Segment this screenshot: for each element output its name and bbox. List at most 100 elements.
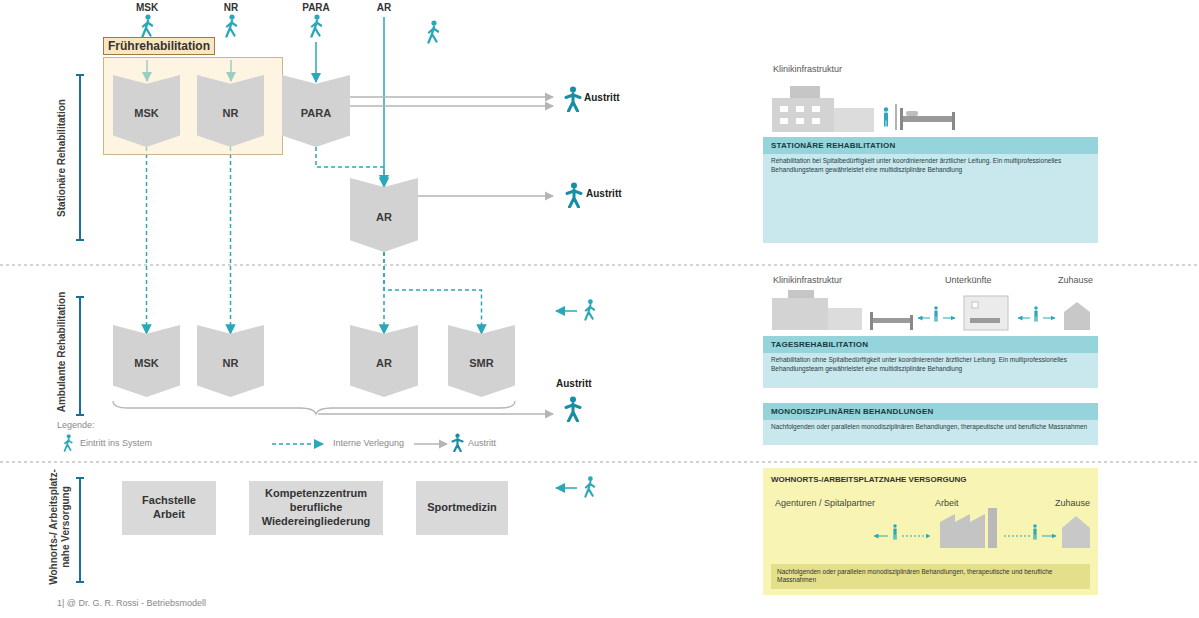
clinic-illustration: [790, 86, 820, 98]
exit-arrow: [318, 413, 553, 414]
day-clinic-illustration: [972, 302, 978, 308]
transfer-arrow: [383, 252, 385, 334]
section-separator: [0, 265, 1199, 266]
exit-label: Austritt: [586, 188, 622, 199]
info-panel: STATIONÄRE REHABILITATIONRehabilitation …: [763, 137, 1098, 243]
unit-shape: [113, 75, 180, 147]
clinic-illustration: [780, 118, 788, 124]
day-clinic-illustration: [828, 308, 862, 330]
info-strip: Nachfolgenden oder parallelen monodiszip…: [771, 564, 1090, 589]
clinic-illustration: [796, 118, 804, 124]
node-title: NR: [223, 107, 239, 119]
unit-shape: [197, 75, 264, 147]
node-text: Arbeit: [935, 498, 959, 508]
exit-arrow: [113, 401, 515, 414]
legend-text: Austritt: [468, 438, 496, 448]
section-bracket: [76, 297, 84, 415]
info-panel: MONODISZIPLINÄREN BEHANDLUNGENNachfolgen…: [763, 403, 1098, 445]
rehab-unit: MSK: [113, 75, 180, 147]
exit-icon: [566, 87, 581, 422]
day-clinic-illustration: [788, 290, 814, 298]
node-title: MONODISZIPLINÄREN BEHANDLUNGEN: [763, 403, 1098, 420]
clinic-illustration: [902, 116, 954, 122]
section-label: Wohnorts-/ Arbeitsplatz- nahe Versorgung: [48, 465, 72, 590]
entry-label: AR: [377, 2, 391, 13]
legend-text: Eintritt ins System: [80, 438, 152, 448]
day-clinic-illustration: [1018, 318, 1030, 319]
section-separator: [0, 462, 1199, 463]
clinic-illustration: [906, 111, 918, 116]
entry-label: PARA: [302, 2, 330, 13]
day-clinic-illustration: [872, 318, 912, 323]
section-separator: [0, 265, 1199, 462]
info-panel: TAGESREHABILITATIONRehabilitation ohne S…: [763, 336, 1098, 388]
node-title: PARA: [301, 107, 331, 119]
day-clinic-illustration: [870, 312, 873, 330]
day-clinic-illustration: [1064, 302, 1090, 330]
unit-shape: [113, 325, 180, 397]
legend-text: Interne Verlegung: [333, 438, 404, 448]
entry-icon: [585, 299, 594, 319]
entry-arrow: [147, 17, 577, 488]
legend-sample: [65, 434, 72, 451]
workplace-illustration: [1004, 536, 1030, 537]
legend-heading: Legende:: [57, 420, 95, 430]
exit-arrow: [418, 195, 553, 196]
rehab-unit: AR: [350, 325, 418, 397]
setting-label: Zuhause: [1058, 275, 1093, 285]
rehab-unit: SMR: [448, 325, 515, 397]
node-title: Sportmedizin: [427, 501, 497, 515]
workplace-illustration: [902, 536, 930, 537]
day-clinic-illustration: [772, 290, 1090, 330]
unit-shape: [350, 178, 418, 252]
day-clinic-illustration: [934, 306, 938, 321]
rehab-unit: NR: [197, 75, 264, 147]
clinic-illustration: [884, 107, 888, 126]
workplace-illustration: [893, 524, 897, 539]
workplace-illustration: [1062, 516, 1090, 548]
exit-arrow: [350, 96, 553, 97]
clinic-illustration: [812, 118, 820, 124]
node-text: Rehabilitation bei Spitalbedürftigkeit u…: [763, 154, 1098, 178]
day-clinic-illustration: [943, 318, 955, 319]
clinic-illustration: [952, 112, 955, 130]
entry-icon: [312, 14, 322, 36]
entry-arrow: [556, 487, 577, 489]
workplace-illustration: [1033, 524, 1037, 539]
section-label: Ambulante Rehabilitation: [56, 292, 68, 413]
section-label: Stationäre Rehabilitation: [56, 99, 68, 217]
node-title: AR: [376, 357, 392, 369]
clinic-illustration: [780, 106, 788, 112]
legend-sample: [452, 433, 462, 451]
workplace-illustration: [1042, 536, 1056, 537]
day-clinic-illustration: [772, 298, 828, 330]
workplace-illustration: [874, 536, 888, 537]
service-box: Sportmedizin: [416, 481, 508, 535]
node-text: Zuhause: [1055, 498, 1090, 508]
workplace-illustration: [874, 508, 1090, 548]
entry-icon: [227, 14, 237, 36]
exit-arrow: [350, 105, 553, 106]
clinic-illustration: [834, 108, 874, 132]
legend-sample: [272, 443, 323, 445]
clinic-illustration: [900, 108, 903, 130]
node-title: MSK: [134, 107, 158, 119]
node-title: MSK: [134, 357, 158, 369]
entry-arrow: [556, 310, 577, 312]
node-text: Rehabilitation ohne Spitalbedürftigkeit …: [763, 353, 1098, 377]
entry-icon: [143, 14, 153, 36]
unit-shape: [197, 325, 264, 397]
setting-label: Klinikinfrastruktur: [773, 64, 842, 74]
service-box: Fachstelle Arbeit: [122, 481, 216, 535]
transfer-arrow: [230, 147, 232, 334]
rehab-unit: PARA: [282, 75, 350, 147]
transfer-arrow: [146, 147, 148, 334]
day-clinic-illustration: [910, 315, 913, 330]
node-text: Nachfolgenden oder parallelen monodiszip…: [763, 420, 1098, 435]
entry-label: MSK: [136, 2, 158, 13]
rehab-unit: AR: [350, 178, 418, 252]
unit-shape: [448, 325, 515, 397]
exit-icon: [566, 397, 580, 422]
node-title: Fachstelle Arbeit: [126, 494, 212, 522]
